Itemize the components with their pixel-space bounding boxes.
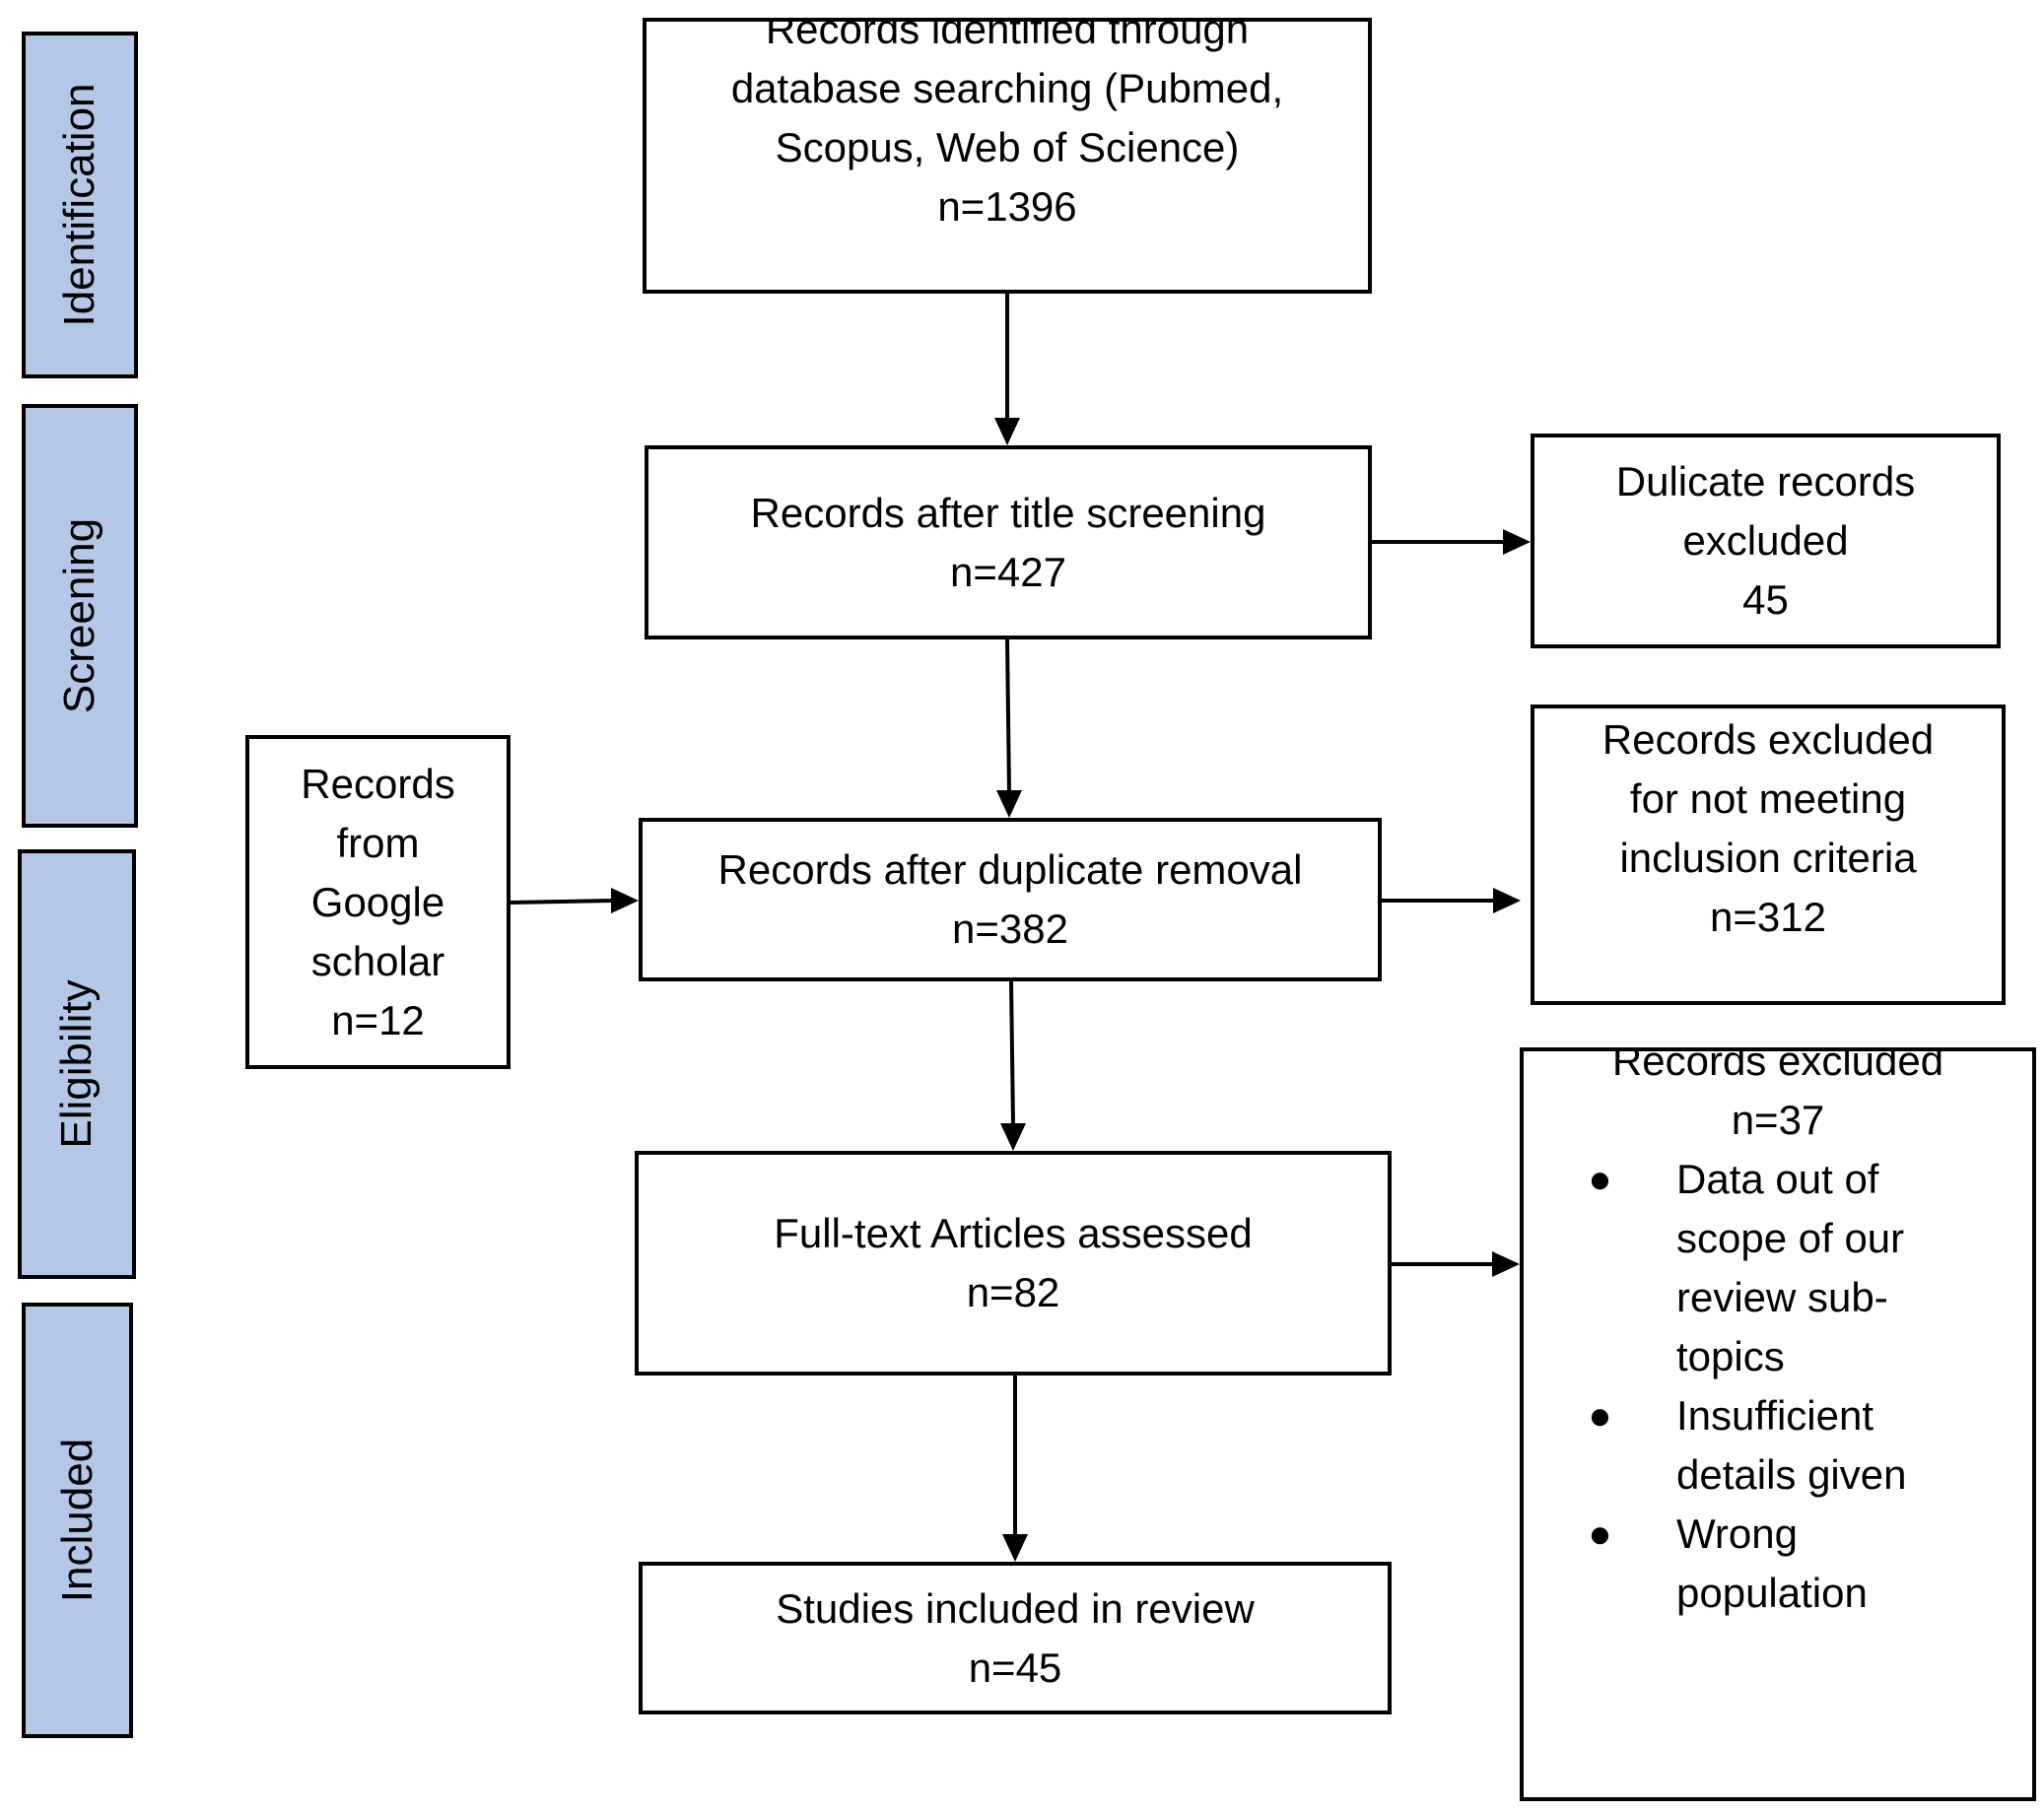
line: n=382	[952, 906, 1068, 952]
line: Records identified through	[765, 18, 1250, 52]
box-records-identified: Records identified through database sear…	[643, 18, 1372, 294]
line: n=312	[1710, 894, 1826, 940]
arrowhead	[611, 888, 639, 913]
line: 45	[1742, 576, 1789, 623]
line: Studies included in review	[776, 1584, 1255, 1632]
line: Google	[310, 878, 445, 925]
bullet-icon: ●	[1588, 1158, 1612, 1201]
exclusion-reason-text: Insufficient details given	[1676, 1386, 1906, 1505]
box-duplicates-excluded: Dulicate records excluded 45	[1531, 434, 2001, 648]
line: scope of our	[1676, 1215, 1905, 1261]
line: Insufficient	[1676, 1392, 1874, 1439]
box-criteria-excluded: Records excluded for not meeting inclusi…	[1531, 705, 2006, 1005]
line: n=45	[968, 1644, 1062, 1691]
phase-identification: Identification	[22, 32, 138, 378]
bullet-icon: ●	[1588, 1512, 1612, 1556]
phase-screening: Screening	[22, 404, 138, 828]
line: for not meeting	[1629, 775, 1907, 822]
line: Records after duplicate removal	[717, 846, 1303, 893]
arrow-title-to-dup-removal	[1005, 638, 1011, 793]
box-title-screening: Records after title screening n=427	[645, 445, 1372, 639]
line: n=82	[966, 1269, 1060, 1315]
line: details given	[1676, 1451, 1907, 1498]
line: Scopus, Web of Science)	[775, 124, 1240, 170]
arrowhead	[996, 790, 1022, 818]
phase-eligibility: Eligibility	[18, 849, 136, 1279]
line: population	[1676, 1570, 1868, 1616]
line: Wrong	[1676, 1510, 1798, 1557]
phase-included: Included	[22, 1303, 133, 1738]
line: scholar	[310, 937, 445, 984]
box-duplicate-removal: Records after duplicate removal n=382	[639, 818, 1382, 981]
arrowhead	[1002, 1534, 1028, 1562]
exclusion-reason-item: ● Wrong population	[1524, 1505, 2032, 1623]
arrow-scholar-to-dup-removal	[510, 899, 614, 905]
bullet-icon: ●	[1588, 1394, 1612, 1438]
line: review sub-	[1676, 1274, 1888, 1320]
line: Full-text Articles assessed	[774, 1210, 1253, 1256]
line: n=427	[950, 548, 1066, 595]
line: Records	[301, 760, 455, 807]
box-studies-included: Studies included in review n=45	[639, 1562, 1392, 1714]
line: Records excluded	[1611, 1047, 1944, 1084]
arrowhead	[1503, 529, 1531, 555]
line: Dulicate records	[1615, 458, 1916, 504]
exclusion-reason-text: Wrong population	[1676, 1505, 1868, 1623]
box-fulltext-assessed: Full-text Articles assessed n=82	[635, 1151, 1392, 1376]
exclusion-reason-item: ● Insufficient details given	[1524, 1386, 2032, 1505]
arrowhead	[1000, 1123, 1026, 1151]
exclusion-reasons-list: ● Data out of scope of our review sub- t…	[1524, 1150, 2032, 1623]
line: n=37	[1731, 1097, 1825, 1143]
arrow-dup-removal-to-fulltext	[1009, 980, 1015, 1126]
arrowhead	[1493, 888, 1521, 913]
arrowhead	[994, 418, 1020, 445]
line: from	[336, 819, 420, 866]
box-fulltext-excluded: Records excluded n=37 ● Data out of scop…	[1520, 1047, 2036, 1801]
line: Records after title screening	[750, 489, 1266, 536]
arrowhead	[1492, 1251, 1520, 1277]
line: Data out of	[1676, 1156, 1879, 1202]
line: n=12	[331, 996, 425, 1043]
exclusion-reason-text: Data out of scope of our review sub- top…	[1676, 1150, 1904, 1386]
line: excluded	[1682, 517, 1849, 564]
line: database searching (Pubmed,	[730, 65, 1284, 111]
line: topics	[1676, 1333, 1785, 1379]
exclusion-reason-item: ● Data out of scope of our review sub- t…	[1524, 1150, 2032, 1386]
line: Records excluded	[1601, 716, 1935, 763]
line: inclusion criteria	[1619, 835, 1917, 881]
box-google-scholar: Records from Google scholar n=12	[245, 735, 511, 1069]
line: n=1396	[937, 183, 1077, 230]
